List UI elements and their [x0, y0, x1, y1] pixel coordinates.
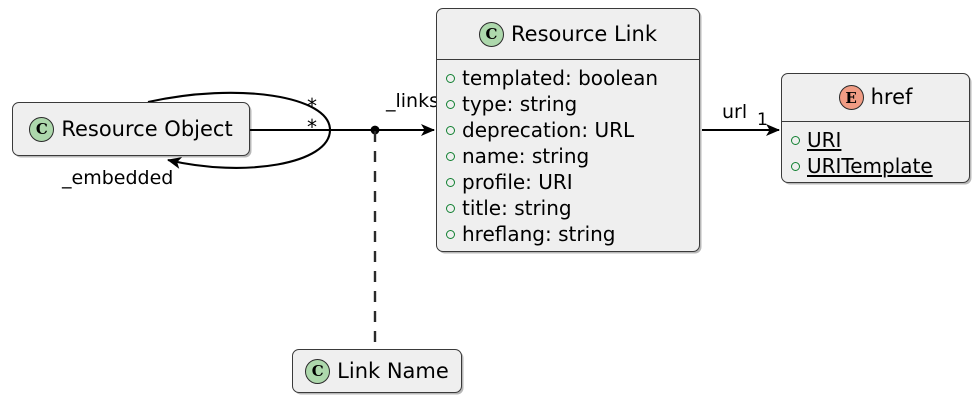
multiplicity-one: 1: [757, 110, 768, 130]
enum-title-href: E href: [782, 74, 969, 121]
attribute-row: name: string: [446, 143, 699, 169]
class-stereotype-icon: C: [479, 21, 504, 47]
enum-stereotype-icon: E: [838, 85, 864, 110]
attribute-row: hreflang: string: [446, 221, 699, 247]
enum-value-list-href: URI URITemplate: [782, 123, 969, 179]
visibility-public-icon: [446, 177, 455, 187]
attribute-label: name: string: [462, 144, 590, 168]
class-box-resource-link[interactable]: C Resource Link templated: boolean type:…: [436, 8, 700, 252]
attribute-row: profile: URI: [446, 169, 699, 195]
visibility-public-icon: [446, 99, 455, 109]
visibility-public-icon: [446, 73, 455, 83]
attribute-row: templated: boolean: [446, 65, 699, 91]
enum-value-label: URI: [807, 128, 842, 152]
enum-box-href[interactable]: E href URI URITemplate: [781, 73, 970, 183]
class-box-resource-object[interactable]: C Resource Object: [12, 102, 250, 156]
attribute-row: deprecation: URL: [446, 117, 699, 143]
visibility-public-icon: [446, 203, 455, 213]
attribute-label: title: string: [462, 196, 572, 220]
edge-label-url: url: [722, 101, 748, 123]
section-divider: [437, 59, 699, 60]
class-name-label: Link Name: [337, 358, 449, 383]
visibility-public-icon: [446, 125, 455, 135]
attribute-label: hreflang: string: [462, 222, 616, 246]
visibility-public-icon: [791, 161, 800, 171]
edge-label-embedded: _embedded: [62, 167, 174, 189]
attribute-label: profile: URI: [462, 170, 573, 194]
attribute-label: templated: boolean: [462, 66, 659, 90]
attribute-row: type: string: [446, 91, 699, 117]
enum-value-row: URITemplate: [791, 153, 969, 179]
visibility-public-icon: [791, 135, 800, 145]
section-divider: [782, 121, 969, 122]
relation-links-association: [250, 124, 435, 136]
attribute-label: deprecation: URL: [462, 118, 635, 142]
class-title-resource-object: C Resource Object: [13, 103, 249, 155]
class-title-resource-link: C Resource Link: [437, 9, 699, 59]
enum-value-row: URI: [791, 127, 969, 153]
attribute-row: title: string: [446, 195, 699, 221]
attribute-list-resource-link: templated: boolean type: string deprecat…: [437, 61, 699, 247]
visibility-public-icon: [446, 229, 455, 239]
attribute-label: type: string: [462, 92, 578, 116]
class-stereotype-icon: C: [29, 116, 55, 142]
multiplicity-star-upper: *: [307, 94, 317, 118]
enum-name-label: href: [870, 85, 913, 109]
class-stereotype-icon: C: [305, 358, 331, 384]
class-box-link-name[interactable]: C Link Name: [292, 349, 462, 393]
multiplicity-star-lower: *: [307, 115, 317, 139]
class-name-label: Resource Object: [61, 116, 233, 141]
visibility-public-icon: [446, 151, 455, 161]
class-name-label: Resource Link: [511, 21, 657, 46]
enum-value-label: URITemplate: [807, 154, 933, 178]
class-title-link-name: C Link Name: [293, 350, 461, 392]
edge-label-links: _links: [386, 90, 440, 112]
